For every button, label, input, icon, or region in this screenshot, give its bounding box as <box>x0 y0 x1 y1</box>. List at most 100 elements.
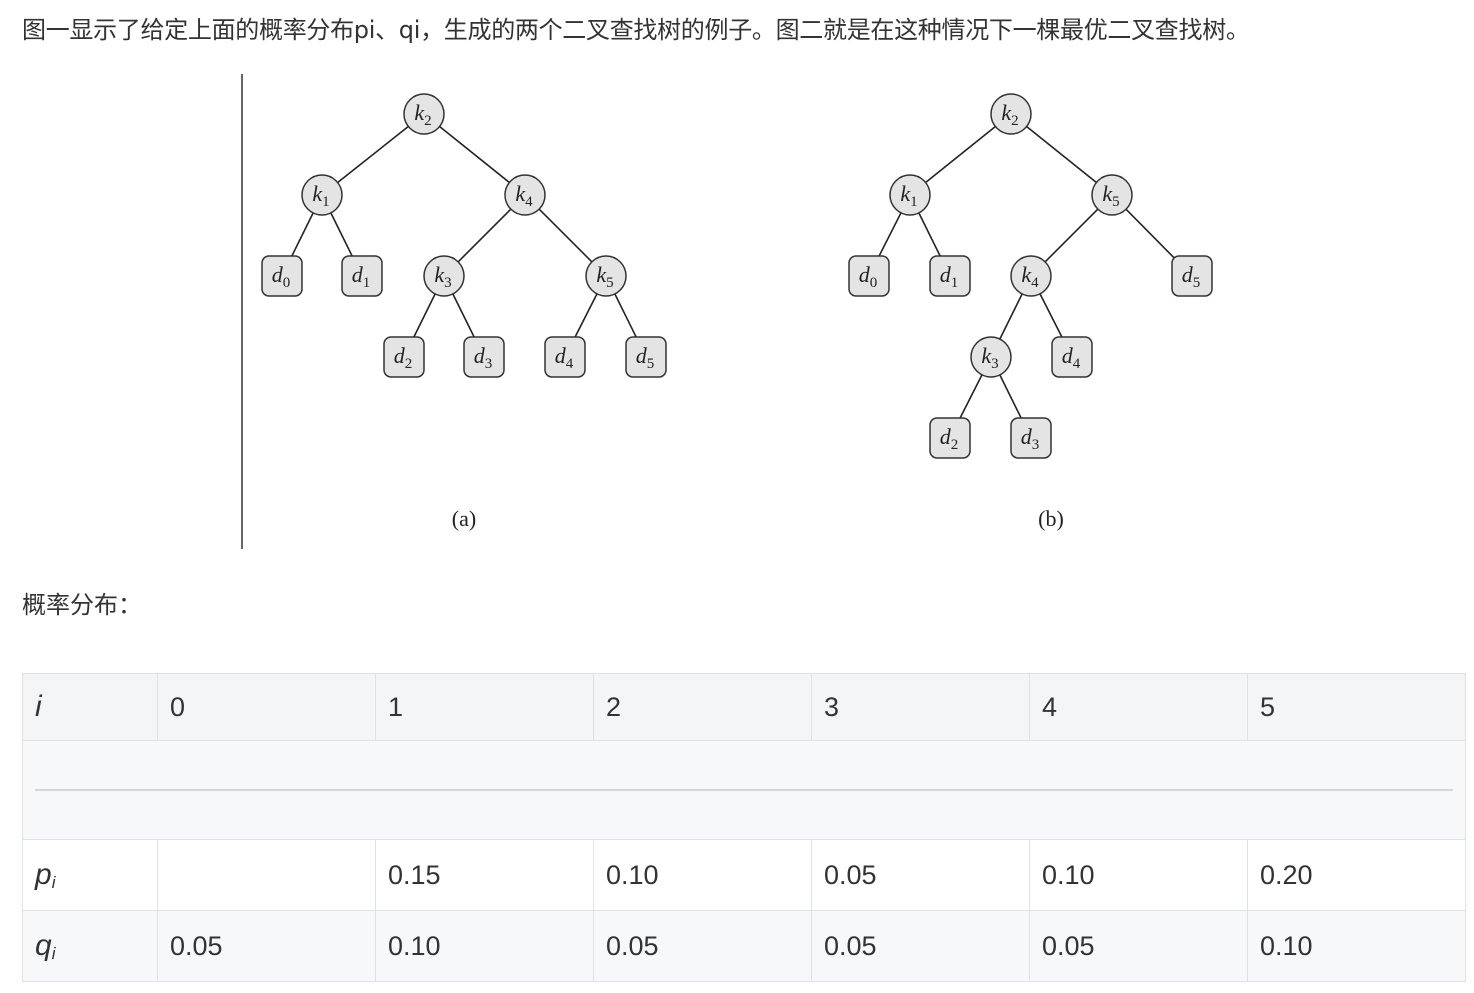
caption-a: (a) <box>452 506 476 531</box>
node-label: d1 <box>352 262 371 291</box>
header-cell: 1 <box>375 673 594 741</box>
table-row-q: qi 0.05 0.10 0.05 0.05 0.05 0.10 <box>22 910 1466 982</box>
header-cell: 0 <box>157 673 376 741</box>
dummy-node-box <box>261 255 303 297</box>
header-cell: 2 <box>593 673 812 741</box>
dummy-node-box <box>848 255 890 297</box>
header-label: i <box>35 690 42 723</box>
tree-a-edge-k2-k4 <box>438 125 511 184</box>
table-divider-row <box>22 740 1466 840</box>
tree-a-edge-k5-d4 <box>572 292 599 341</box>
node-label: k3 <box>434 262 451 291</box>
section-label: 概率分布： <box>22 591 142 619</box>
node-label: d3 <box>474 343 493 372</box>
tree-b-node-d3: d3 <box>1010 417 1052 459</box>
tree-b-edge-k5-d5 <box>1124 207 1180 264</box>
tree-a-node-k2: k2 <box>403 93 445 135</box>
tree-a-node-d0: d0 <box>261 255 303 297</box>
node-label: k5 <box>596 262 613 291</box>
tree-b-node-d4: d4 <box>1051 336 1093 378</box>
tree-a-edge-k4-k5 <box>537 207 594 264</box>
table-row-p: pi 0.15 0.10 0.05 0.10 0.20 <box>22 839 1466 911</box>
tree-a-node-d2: d2 <box>383 336 425 378</box>
node-label: k2 <box>1001 100 1018 129</box>
node-label: d1 <box>940 262 959 291</box>
row-label-q: qi <box>35 928 56 963</box>
node-label: k2 <box>414 100 431 129</box>
key-node-circle <box>423 255 465 297</box>
table-cell: 0.10 <box>375 910 594 982</box>
key-node-circle <box>889 174 931 216</box>
tree-b-node-d0: d0 <box>848 255 890 297</box>
tree-b-edge-k2-k1 <box>924 125 997 184</box>
table-cell <box>157 839 376 911</box>
node-label: k4 <box>515 181 533 210</box>
tree-b-node-k3: k3 <box>970 336 1012 378</box>
key-node-circle <box>504 174 546 216</box>
table-header-row: i 0 1 2 3 4 5 <box>22 673 1466 741</box>
tree-a-node-d5: d5 <box>625 336 667 378</box>
header-cell: 4 <box>1029 673 1248 741</box>
tree-b-edge-k3-d2 <box>957 373 984 422</box>
tree-b-edge-k3-d3 <box>998 373 1024 422</box>
tree-b: k2 k1 k5 d0 d1 k4 d5 k3 d4 d2 d3 <box>848 93 1213 459</box>
tree-b-edge-k5-k4 <box>1043 207 1100 264</box>
node-label: d2 <box>940 424 959 453</box>
key-node-circle <box>301 174 343 216</box>
node-label: k3 <box>981 343 998 372</box>
intro-paragraph: 图一显示了给定上面的概率分布pi、qi，生成的两个二叉查找树的例子。图二就是在这… <box>22 16 1250 44</box>
dummy-node-box <box>1010 417 1052 459</box>
key-node-circle <box>1091 174 1133 216</box>
tree-b-node-k5: k5 <box>1091 174 1133 216</box>
table-cell: 0.20 <box>1247 839 1466 911</box>
dummy-node-box <box>625 336 667 378</box>
tree-a-edge-k3-d2 <box>411 292 437 341</box>
tree-a-edge-k3-d3 <box>451 292 477 341</box>
tree-a-node-k1: k1 <box>301 174 343 216</box>
tree-b-node-k4: k4 <box>1010 255 1052 297</box>
dummy-node-box <box>929 417 971 459</box>
dummy-node-box <box>1051 336 1093 378</box>
key-node-circle <box>403 93 445 135</box>
tree-b-edge-k1-d1 <box>917 211 943 260</box>
tree-b-node-d2: d2 <box>929 417 971 459</box>
horizontal-rule <box>35 789 1453 791</box>
key-node-circle <box>990 93 1032 135</box>
probability-table: i 0 1 2 3 4 5 pi 0.15 0.10 0.05 0.10 0.2… <box>22 673 1466 982</box>
table-cell: 0.05 <box>811 839 1030 911</box>
table-cell: 0.05 <box>811 910 1030 982</box>
tree-b-node-d1: d1 <box>929 255 971 297</box>
header-label-cell: i <box>22 673 158 741</box>
dummy-node-box <box>463 336 505 378</box>
tree-a-edge-k1-d0 <box>289 211 315 260</box>
tree-b-edge-k2-k5 <box>1025 125 1098 184</box>
table-cell: 0.05 <box>593 910 812 982</box>
node-label: d2 <box>394 343 413 372</box>
tree-a-node-d4: d4 <box>544 336 586 378</box>
tree-a: k2 k1 k4 d0 d1 k3 k5 d2 d3 d4 d5 <box>261 93 667 378</box>
node-label: d4 <box>555 343 574 372</box>
tree-b-node-k1: k1 <box>889 174 931 216</box>
node-label: k1 <box>312 181 329 210</box>
tree-a-node-d3: d3 <box>463 336 505 378</box>
row-label-cell: pi <box>22 839 158 911</box>
row-label-cell: qi <box>22 910 158 982</box>
tree-a-edge-k2-k1 <box>336 125 410 184</box>
dummy-node-box <box>383 336 425 378</box>
node-label: d0 <box>859 262 878 291</box>
table-cell: 0.15 <box>375 839 594 911</box>
tree-b-edge-k4-d4 <box>1038 292 1065 341</box>
tree-a-edge-k4-k3 <box>456 207 513 264</box>
node-label: d4 <box>1062 343 1081 372</box>
tree-a-edge-k1-d1 <box>329 211 355 260</box>
table-cell: 0.05 <box>1029 910 1248 982</box>
tree-a-node-k3: k3 <box>423 255 465 297</box>
node-label: k1 <box>900 181 917 210</box>
key-node-circle <box>970 336 1012 378</box>
table-cell: 0.10 <box>593 839 812 911</box>
dummy-node-box <box>1171 255 1213 297</box>
node-label: d5 <box>1182 262 1201 291</box>
dummy-node-box <box>544 336 586 378</box>
key-node-circle <box>585 255 627 297</box>
tree-a-node-d1: d1 <box>341 255 383 297</box>
